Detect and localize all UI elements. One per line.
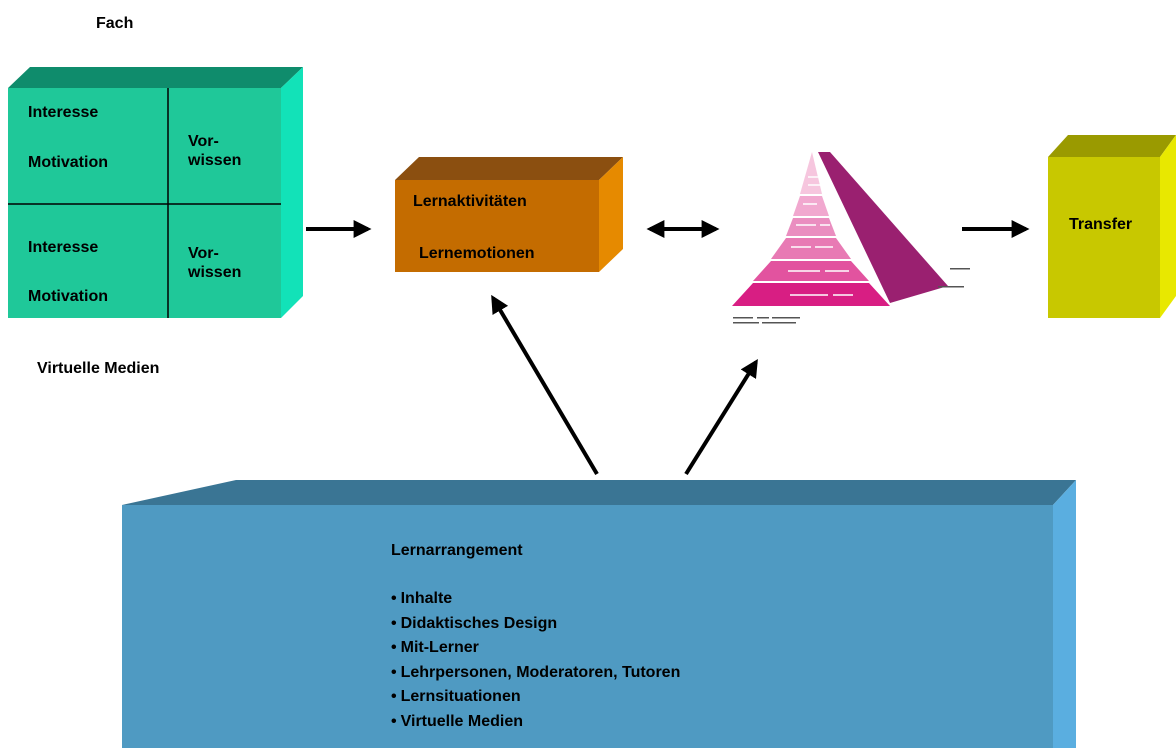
fach-cube-side bbox=[281, 67, 303, 318]
arrangement-title: Lernarrangement bbox=[391, 542, 523, 559]
arrangement-item: Lernsituationen bbox=[391, 685, 680, 710]
arrangement-item: Mit-Lerner bbox=[391, 636, 680, 661]
pyramid-caption bbox=[733, 268, 970, 324]
pyramid-apex bbox=[800, 152, 822, 194]
pyramid bbox=[732, 152, 970, 324]
quadrant-bottom-right-wissen: wissen bbox=[188, 264, 242, 281]
virtuelle-medien-label: Virtuelle Medien bbox=[37, 360, 160, 377]
quadrant-top-left-motivation: Motivation bbox=[28, 154, 108, 171]
pyramid-tiny-text bbox=[788, 176, 853, 296]
learning-box bbox=[395, 157, 623, 272]
learning-box-top bbox=[395, 157, 623, 180]
learning-box-side bbox=[599, 157, 623, 272]
arrangement-box-side bbox=[1053, 480, 1076, 748]
pyramid-layer-3 bbox=[771, 238, 851, 259]
arrangement-item: Didaktisches Design bbox=[391, 612, 680, 637]
transfer-box-front bbox=[1048, 157, 1160, 318]
quadrant-top-right-vor: Vor- bbox=[188, 133, 219, 150]
fach-label: Fach bbox=[96, 15, 134, 32]
arrangement-item: Virtuelle Medien bbox=[391, 710, 680, 735]
pyramid-layer-2 bbox=[786, 218, 836, 236]
arrow-arrangement-to-learning bbox=[491, 294, 599, 476]
quadrant-bottom-left-interesse: Interesse bbox=[28, 239, 99, 256]
fach-cube-top bbox=[8, 67, 303, 88]
pyramid-side bbox=[818, 152, 948, 303]
arrangement-item: Lehrpersonen, Moderatoren, Tutoren bbox=[391, 661, 681, 686]
transfer-label: Transfer bbox=[1069, 216, 1133, 233]
arrangement-box-top bbox=[122, 480, 1076, 505]
fach-cube-front bbox=[8, 88, 281, 318]
pyramid-layer-1 bbox=[793, 196, 829, 216]
quadrant-top-left-interesse: Interesse bbox=[28, 104, 99, 121]
arrow-arrangement-to-pyramid bbox=[684, 358, 758, 476]
fach-cube bbox=[8, 67, 303, 318]
arrangement-list: Inhalte Didaktisches Design Mit-Lerner L… bbox=[391, 587, 681, 735]
learning-activities-label: Lernaktivitäten bbox=[413, 193, 527, 210]
learning-box-front bbox=[395, 180, 599, 272]
transfer-box bbox=[1048, 135, 1176, 318]
quadrant-bottom-left-motivation: Motivation bbox=[28, 288, 108, 305]
quadrant-top-right-wissen: wissen bbox=[188, 152, 242, 169]
arrangement-item: Inhalte bbox=[391, 587, 680, 612]
quadrant-bottom-right-vor: Vor- bbox=[188, 245, 219, 262]
transfer-box-top bbox=[1048, 135, 1176, 157]
transfer-box-side bbox=[1160, 135, 1176, 318]
learning-emotions-label: Lernemotionen bbox=[419, 245, 535, 262]
